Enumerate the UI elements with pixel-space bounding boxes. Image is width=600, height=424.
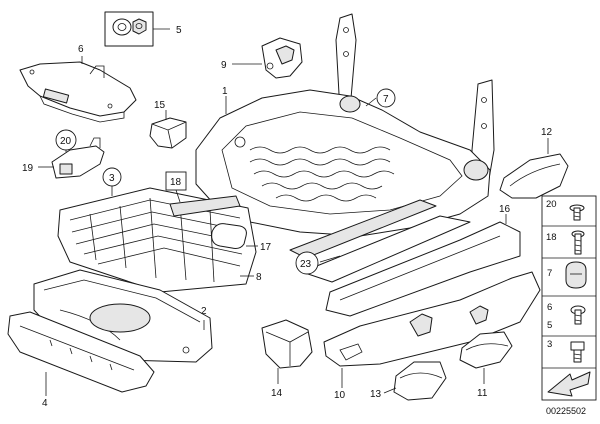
part-4-front-trim — [7, 311, 155, 396]
callout-10: 10 — [334, 390, 346, 401]
callout-6: 6 — [78, 44, 84, 55]
side-label-18: 18 — [546, 232, 557, 243]
callout-3: 3 — [109, 173, 115, 184]
part-11-switch-cover — [459, 331, 513, 384]
callouts: 5 6 9 1 7 15 12 20 19 3 18 16 17 23 8 2 … — [22, 25, 553, 409]
reference-number: 00225502 — [546, 406, 586, 416]
side-label-6: 6 — [547, 302, 552, 313]
hardware-side-panel: 20 18 7 6 5 — [541, 195, 597, 401]
part-23-leader — [319, 255, 341, 263]
part-17-clip — [211, 223, 258, 249]
side-label-3: 3 — [547, 339, 552, 350]
callout-7: 7 — [383, 94, 389, 105]
callout-20-circle — [55, 129, 77, 151]
part-10-side-trim — [323, 271, 541, 388]
part-16-side-rail — [325, 214, 521, 317]
callout-8: 8 — [256, 272, 262, 283]
callout-20: 20 — [60, 136, 72, 147]
callout-9: 9 — [221, 60, 227, 71]
callout-1: 1 — [222, 86, 228, 97]
side-panel-frame — [541, 195, 597, 401]
part-1-seat-frame — [195, 13, 495, 283]
callout-2: 2 — [201, 306, 207, 317]
callout-17: 17 — [260, 242, 272, 253]
callout-16: 16 — [499, 204, 511, 215]
callout-12: 12 — [541, 127, 553, 138]
callout-14: 14 — [271, 388, 283, 399]
part-14-knob-cover — [261, 319, 313, 384]
callout-15: 15 — [154, 100, 166, 111]
part-7-leader — [365, 97, 377, 107]
side-label-20: 20 — [546, 199, 557, 210]
part-13-switch-cover — [383, 361, 447, 401]
part-12-side-cover — [499, 138, 569, 199]
part-3-seat-mat — [57, 186, 257, 293]
screw-20-icon — [569, 204, 585, 221]
screw-6-icon — [570, 305, 586, 325]
callout-23-circle — [295, 251, 319, 275]
callout-18: 18 — [170, 177, 182, 188]
side-label-5: 5 — [547, 320, 552, 331]
callout-5: 5 — [176, 25, 182, 36]
part-18-rail — [169, 189, 241, 217]
callout-23: 23 — [300, 259, 312, 270]
part-9-bracket — [232, 37, 303, 79]
callout-13: 13 — [370, 389, 382, 400]
side-label-7: 7 — [547, 268, 552, 279]
callout-11: 11 — [477, 388, 488, 399]
callout-7-circle — [376, 88, 396, 108]
part-15-cover — [149, 110, 187, 149]
clip-7-icon — [565, 261, 587, 289]
bolt-3-icon — [570, 341, 585, 363]
callout-18-square — [165, 171, 187, 191]
bolt-18-icon — [571, 230, 585, 255]
part-19-bracket — [38, 137, 105, 179]
callout-19: 19 — [22, 163, 34, 174]
part-5-nut-washer — [104, 11, 170, 47]
arrow-symbol-icon — [547, 371, 591, 397]
part-6-bracket-plate — [19, 56, 137, 123]
callout-3-circle — [102, 167, 122, 187]
callout-4: 4 — [42, 398, 48, 409]
